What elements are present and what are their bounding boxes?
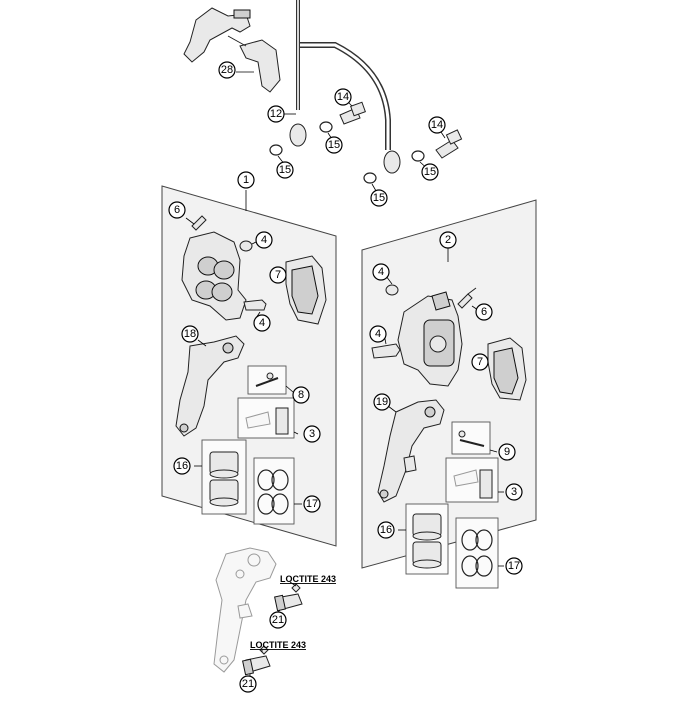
callout-17-a: 17 xyxy=(303,495,321,513)
svg-text:17: 17 xyxy=(508,560,520,572)
callout-12: 12 xyxy=(267,105,285,123)
svg-text:6: 6 xyxy=(481,306,487,318)
svg-text:12: 12 xyxy=(270,108,282,120)
svg-text:21: 21 xyxy=(242,678,254,690)
callout-2: 2 xyxy=(439,231,457,249)
brake-hose-assembly xyxy=(269,0,463,184)
brake-caliper-right xyxy=(397,291,463,387)
seal-kit-box-right xyxy=(455,517,499,589)
brake-pad-left xyxy=(285,255,327,325)
callout-21-a: 21 xyxy=(269,611,287,629)
callout-14-b: 14 xyxy=(428,116,446,134)
callout-28: 28 xyxy=(218,61,236,79)
pin-kit-box xyxy=(247,365,287,395)
svg-text:17: 17 xyxy=(306,498,318,510)
svg-text:14: 14 xyxy=(431,119,443,131)
svg-text:19: 19 xyxy=(376,396,388,408)
svg-text:21: 21 xyxy=(272,614,284,626)
svg-text:15: 15 xyxy=(373,192,385,204)
callout-14-a: 14 xyxy=(334,88,352,106)
caliper-support-bracket-right xyxy=(377,399,445,503)
callout-4-c: 4 xyxy=(372,263,390,281)
mount-bolt-lower xyxy=(242,645,271,676)
spring-kit-box-right xyxy=(445,457,499,503)
note-loctite-lower: LOCTITE 243 xyxy=(250,640,306,650)
brake-pad-right xyxy=(487,337,527,401)
callout-4-b: 4 xyxy=(253,314,271,332)
svg-text:4: 4 xyxy=(375,328,381,340)
caliper-kit-panel-1 xyxy=(161,185,337,547)
callout-16-a: 16 xyxy=(173,457,191,475)
piston-kit-box-right xyxy=(405,503,449,575)
svg-text:16: 16 xyxy=(176,460,188,472)
spring-kit-box xyxy=(237,397,295,439)
svg-text:28: 28 xyxy=(221,64,233,76)
piston-kit-box-left xyxy=(201,439,247,515)
svg-text:15: 15 xyxy=(424,166,436,178)
svg-text:8: 8 xyxy=(298,389,304,401)
svg-text:6: 6 xyxy=(174,204,180,216)
callout-7-b: 7 xyxy=(471,353,489,371)
svg-text:4: 4 xyxy=(378,266,384,278)
svg-text:1: 1 xyxy=(243,174,249,186)
note-loctite-upper: LOCTITE 243 xyxy=(280,574,336,584)
callout-15-b: 15 xyxy=(325,136,343,154)
callout-15-c: 15 xyxy=(370,189,388,207)
seal-kit-box-left xyxy=(253,457,295,525)
callout-18: 18 xyxy=(181,325,199,343)
callout-15-d: 15 xyxy=(421,163,439,181)
callout-6-b: 6 xyxy=(475,303,493,321)
svg-text:9: 9 xyxy=(504,446,510,458)
svg-text:3: 3 xyxy=(511,486,517,498)
callout-17-b: 17 xyxy=(505,557,523,575)
svg-text:4: 4 xyxy=(261,234,267,246)
caliper-mount-bracket-ghost xyxy=(213,547,277,673)
svg-text:2: 2 xyxy=(445,234,451,246)
brake-caliper-left xyxy=(181,231,247,321)
mount-bolt-upper xyxy=(274,583,303,612)
svg-text:15: 15 xyxy=(279,164,291,176)
svg-text:15: 15 xyxy=(328,139,340,151)
callout-16-b: 16 xyxy=(377,521,395,539)
pin-kit-box-right xyxy=(451,421,491,455)
svg-text:14: 14 xyxy=(337,91,349,103)
callout-15-a: 15 xyxy=(276,161,294,179)
caliper-support-bracket-left xyxy=(175,335,245,437)
callout-6-a: 6 xyxy=(168,201,186,219)
callout-9: 9 xyxy=(498,443,516,461)
callout-19: 19 xyxy=(373,393,391,411)
svg-text:7: 7 xyxy=(275,269,281,281)
hose-bracket xyxy=(183,7,281,93)
svg-text:16: 16 xyxy=(380,524,392,536)
callout-4-d: 4 xyxy=(369,325,387,343)
callout-3-b: 3 xyxy=(505,483,523,501)
svg-text:3: 3 xyxy=(309,428,315,440)
callout-7-a: 7 xyxy=(269,266,287,284)
callout-3-a: 3 xyxy=(303,425,321,443)
caliper-kit-panel-2 xyxy=(361,199,537,589)
svg-text:4: 4 xyxy=(259,317,265,329)
callout-21-b: 21 xyxy=(239,675,257,693)
svg-text:18: 18 xyxy=(184,328,196,340)
callout-4-a: 4 xyxy=(255,231,273,249)
callout-1: 1 xyxy=(237,171,255,189)
callout-8: 8 xyxy=(292,386,310,404)
svg-text:7: 7 xyxy=(477,356,483,368)
